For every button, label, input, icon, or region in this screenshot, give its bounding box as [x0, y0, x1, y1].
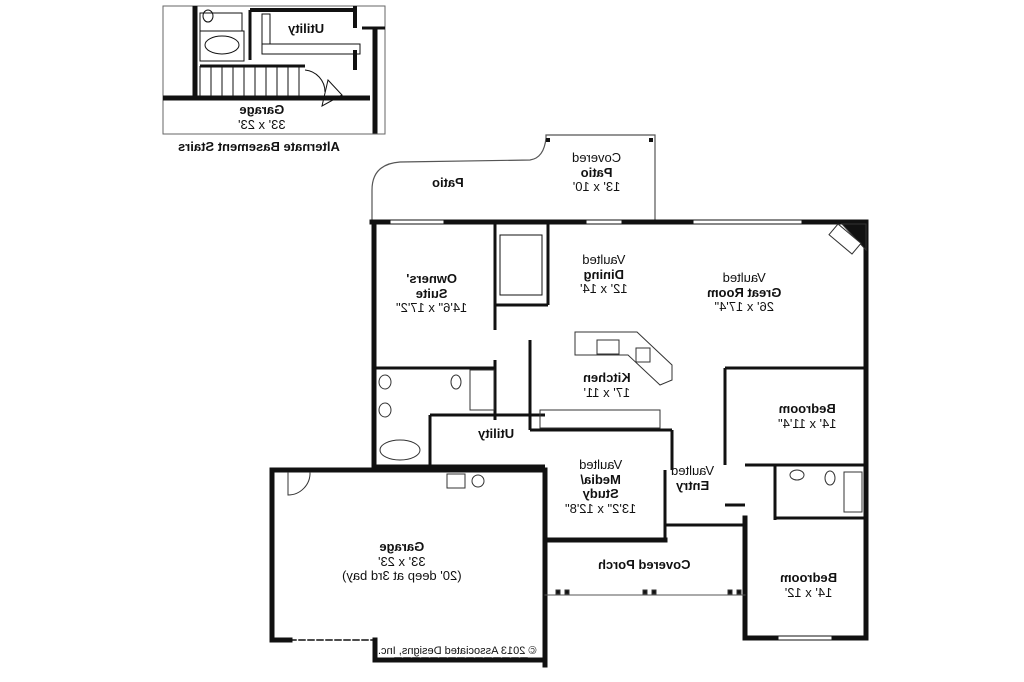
kitchen-label: Kitchen 17' x 11'	[583, 370, 631, 400]
utility-label: Utility	[478, 426, 515, 441]
owners-suite-label: Owners' Suite 14'6" x 17'2"	[396, 271, 468, 316]
covered-patio-label: Covered Patio 13' x 10'	[572, 150, 622, 195]
inset-garage-label: Garage 33' x 23'	[238, 102, 286, 132]
inset-utility-label: Utility	[288, 21, 325, 36]
patio-label: Patio	[432, 175, 464, 190]
covered-porch-label: Covered Porch	[598, 557, 691, 572]
patio-outline	[371, 134, 656, 222]
copyright-text: © 2013 Associated Designs, Inc.	[378, 645, 537, 657]
media-study-label: Vaulted Media/ Study 13'2" x 12'8"	[565, 457, 637, 516]
fixtures	[287, 223, 867, 595]
bedroom-2-label: Bedroom 14' x 12'	[780, 570, 838, 600]
entry-label: Vaulted Entry	[671, 463, 715, 493]
inset-plan	[162, 5, 386, 135]
interior-walls	[374, 222, 866, 540]
inset-caption: Alternate Basement Stairs	[178, 139, 340, 154]
bedroom-1-label: Bedroom 14' x 11'4"	[778, 401, 837, 431]
great-room-label: Vaulted Great Room 26' x 17'4"	[707, 270, 782, 315]
exterior-walls	[269, 219, 869, 668]
garage-label: Garage 33' x 23' (20' deep at 3rd bay)	[342, 539, 462, 584]
dining-label: Vaulted Dining 12' x 14'	[580, 252, 628, 297]
